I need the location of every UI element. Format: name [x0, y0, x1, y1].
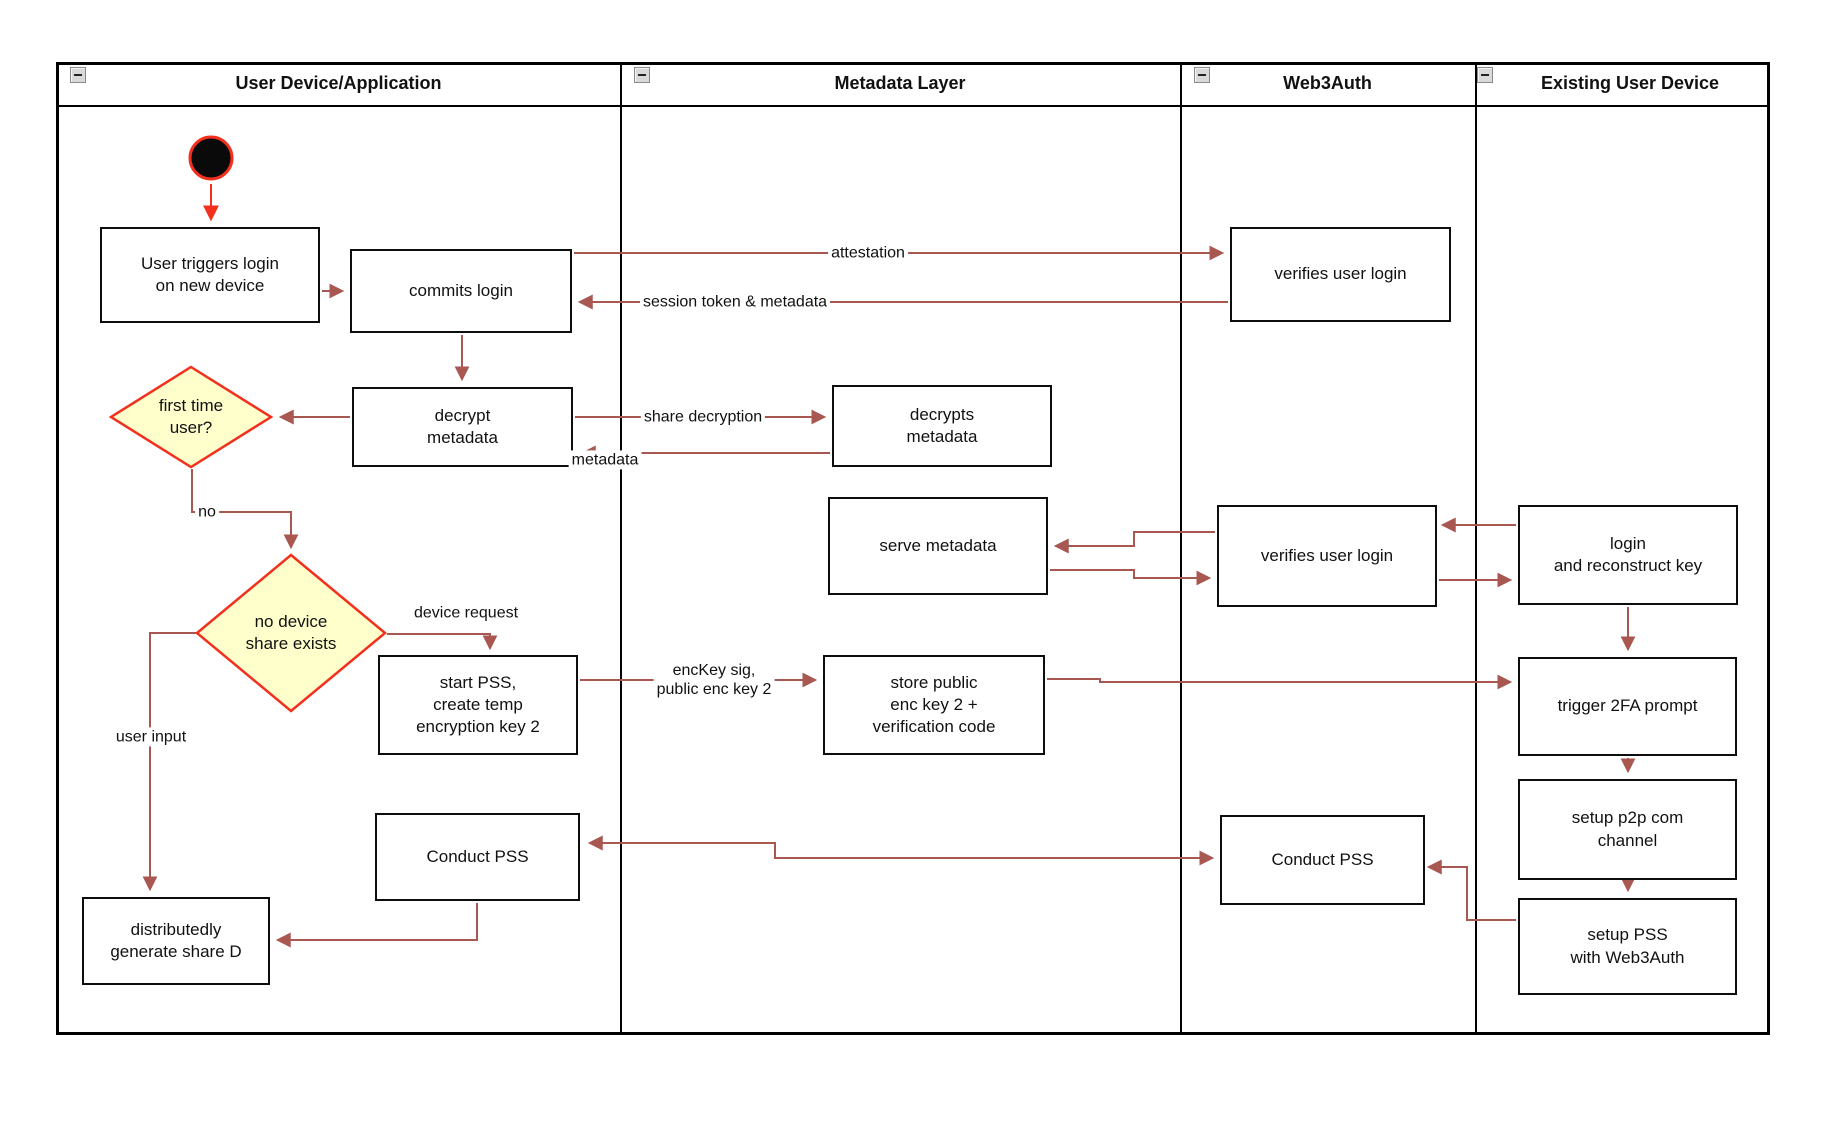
edge-label-enckey: encKey sig, public enc key 2 — [653, 660, 775, 700]
node-login-reconstruct-key: login and reconstruct key — [1518, 505, 1738, 605]
decision-label-first-time-user: first time user? — [158, 395, 224, 437]
edge-label-user-input: user input — [112, 727, 190, 747]
edge-verifies-to-serve — [1053, 531, 1215, 554]
edge-label-session-token: session token & metadata — [639, 292, 831, 312]
node-trigger-2fa-prompt: trigger 2FA prompt — [1518, 657, 1737, 756]
node-decrypts-metadata: decrypts metadata — [832, 385, 1052, 467]
node-start-pss: start PSS, create temp encryption key 2 — [378, 655, 578, 755]
collapse-icon[interactable] — [1477, 67, 1493, 83]
lane-divider-1 — [620, 62, 622, 1035]
collapse-icon[interactable] — [634, 67, 650, 83]
edge-conduct-to-conduct — [587, 835, 1215, 866]
start-node — [188, 135, 234, 181]
node-verifies-user-login-1: verifies user login — [1230, 227, 1451, 322]
edge-store-to-2fa — [1047, 674, 1513, 690]
node-commits-login: commits login — [350, 249, 572, 333]
node-conduct-pss-left: Conduct PSS — [375, 813, 580, 901]
edge-serve-to-verifies — [1050, 569, 1212, 586]
collapse-icon[interactable] — [1194, 67, 1210, 83]
node-decrypt-metadata: decrypt metadata — [352, 387, 573, 467]
edge-conduct-to-shared — [275, 903, 478, 948]
edge-label-metadata: metadata — [568, 450, 642, 470]
node-user-triggers-login: User triggers login on new device — [100, 227, 320, 323]
lane-header-metadata-layer: Metadata Layer — [834, 73, 966, 93]
lane-divider-3 — [1475, 62, 1477, 1035]
edge-user-input — [142, 632, 200, 892]
node-distributedly-generate-share-d: distributedly generate share D — [82, 897, 270, 985]
lane-header-user-device: User Device/Application — [235, 73, 442, 93]
node-serve-metadata: serve metadata — [828, 497, 1048, 595]
edge-label-no: no — [195, 502, 219, 522]
lane-header-existing-device: Existing User Device — [1540, 73, 1720, 93]
node-setup-p2p-channel: setup p2p com channel — [1518, 779, 1737, 880]
edge-setup-to-conduct — [1426, 859, 1516, 921]
lane-header-web3auth: Web3Auth — [1283, 73, 1372, 93]
node-setup-pss-web3auth: setup PSS with Web3Auth — [1518, 898, 1737, 995]
edge-label-attestation: attestation — [828, 243, 908, 263]
decision-first-time-user — [108, 365, 274, 469]
decision-label-no-device-share: no device share exists — [245, 611, 337, 653]
edge-device-request — [387, 633, 498, 651]
decision-no-device-share — [195, 553, 387, 713]
edge-label-share-decryption: share decryption — [640, 407, 766, 427]
collapse-icon[interactable] — [70, 67, 86, 83]
header-separator — [56, 105, 1770, 107]
edge-no-branch — [191, 469, 299, 550]
edge-label-device-request: device request — [413, 604, 519, 622]
node-conduct-pss-web3auth: Conduct PSS — [1220, 815, 1425, 905]
node-verifies-user-login-2: verifies user login — [1217, 505, 1437, 607]
lane-divider-2 — [1180, 62, 1182, 1035]
node-store-public-enc-key: store public enc key 2 + verification co… — [823, 655, 1045, 755]
